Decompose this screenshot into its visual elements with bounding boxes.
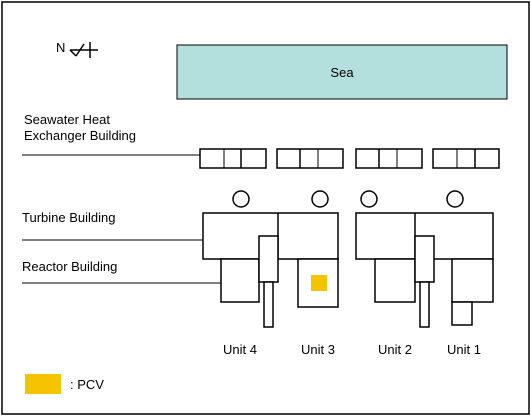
sea-area <box>176 44 508 100</box>
hx-building-unit1 <box>432 148 500 169</box>
reactor-building-unit4 <box>220 258 260 303</box>
connector-units-3-4 <box>258 235 279 283</box>
connector-units-1-2 <box>414 235 435 283</box>
pcv-unit3 <box>311 275 327 291</box>
units-1-2-buildings <box>355 212 494 328</box>
unit-label: Unit 3 <box>301 342 335 357</box>
sea-label: Sea <box>330 65 354 80</box>
sea: Sea <box>176 44 508 100</box>
unit-label: Unit 2 <box>378 342 412 357</box>
stack-unit1 <box>446 190 464 208</box>
legend: : PCV <box>25 374 104 394</box>
compass: N <box>56 40 98 58</box>
stack-unit2 <box>360 190 378 208</box>
compass-label: N <box>56 40 65 55</box>
unit-label: Unit 4 <box>223 342 257 357</box>
seawater-label-line2: Exchanger Building <box>24 128 136 143</box>
unit-label: Unit 1 <box>447 342 481 357</box>
seawater-heat-exchanger-buildings <box>199 148 500 169</box>
hx-building-unit4 <box>199 148 267 169</box>
turbine-label: Turbine Building <box>22 210 115 225</box>
hx-building-unit2 <box>355 148 423 169</box>
legend-pcv-swatch <box>25 374 61 394</box>
reactor-building-unit2 <box>374 258 416 303</box>
legend-pcv-label: : PCV <box>70 377 104 392</box>
seawater-label-line1: Seawater Heat <box>24 112 110 127</box>
annex-units-3-4 <box>263 281 274 328</box>
stack-unit3 <box>311 190 329 208</box>
annex-units-1-2 <box>419 281 430 328</box>
reactor-building-unit1 <box>451 258 494 303</box>
annex-unit1 <box>451 301 473 326</box>
stack-unit4 <box>232 190 250 208</box>
units-3-4-buildings <box>202 212 339 328</box>
exhaust-stacks <box>232 190 464 208</box>
reactor-label: Reactor Building <box>22 259 117 274</box>
north-arrow-icon <box>69 42 98 58</box>
hx-building-unit3 <box>276 148 344 169</box>
